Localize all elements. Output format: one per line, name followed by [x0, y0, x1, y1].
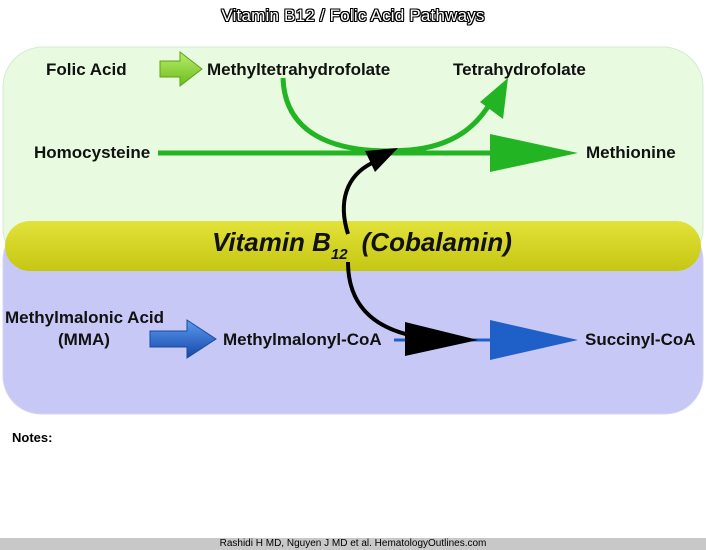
- diagram-title: Vitamin B12 / Folic Acid Pathways: [221, 6, 485, 25]
- folate-curve: [280, 77, 495, 154]
- b12-up-curve: [341, 161, 373, 235]
- succinyl-arrowhead: [490, 320, 578, 360]
- label-methylmalonyl-coa: Methylmalonyl-CoA: [223, 330, 382, 349]
- vitamin-band: [5, 221, 701, 271]
- methionine-arrowhead: [490, 134, 578, 172]
- label-mma-line1: Methylmalonic Acid: [5, 308, 164, 327]
- b12-up-arrowhead: [365, 148, 398, 172]
- folic-acid-arrow: [159, 50, 203, 88]
- footer-credit: Rashidi H MD, Nguyen J MD et al. Hematol…: [219, 538, 487, 549]
- label-tetrahydrofolate: Tetrahydrofolate: [453, 60, 586, 79]
- label-folic-acid: Folic Acid: [46, 60, 127, 79]
- label-vitamin-b12: Vitamin B12 (Cobalamin): [212, 227, 512, 263]
- label-methyltetrahydrofolate: Methyltetrahydrofolate: [207, 60, 390, 79]
- vitamin-main: Vitamin B: [212, 227, 331, 257]
- b12-down-arrowhead: [405, 322, 478, 356]
- label-succinyl-coa: Succinyl-CoA: [585, 330, 696, 349]
- label-methionine: Methionine: [586, 143, 676, 162]
- footer-bar: [0, 538, 706, 550]
- notes-label: Notes:: [12, 430, 53, 445]
- label-mma-line2: (MMA): [58, 330, 110, 349]
- mma-arrow: [149, 319, 217, 359]
- vitamin-parenthetical: (Cobalamin): [362, 227, 512, 257]
- tetrahydrofolate-arrowhead: [480, 78, 508, 119]
- label-homocysteine: Homocysteine: [34, 143, 150, 162]
- vitamin-subscript: 12: [331, 246, 348, 263]
